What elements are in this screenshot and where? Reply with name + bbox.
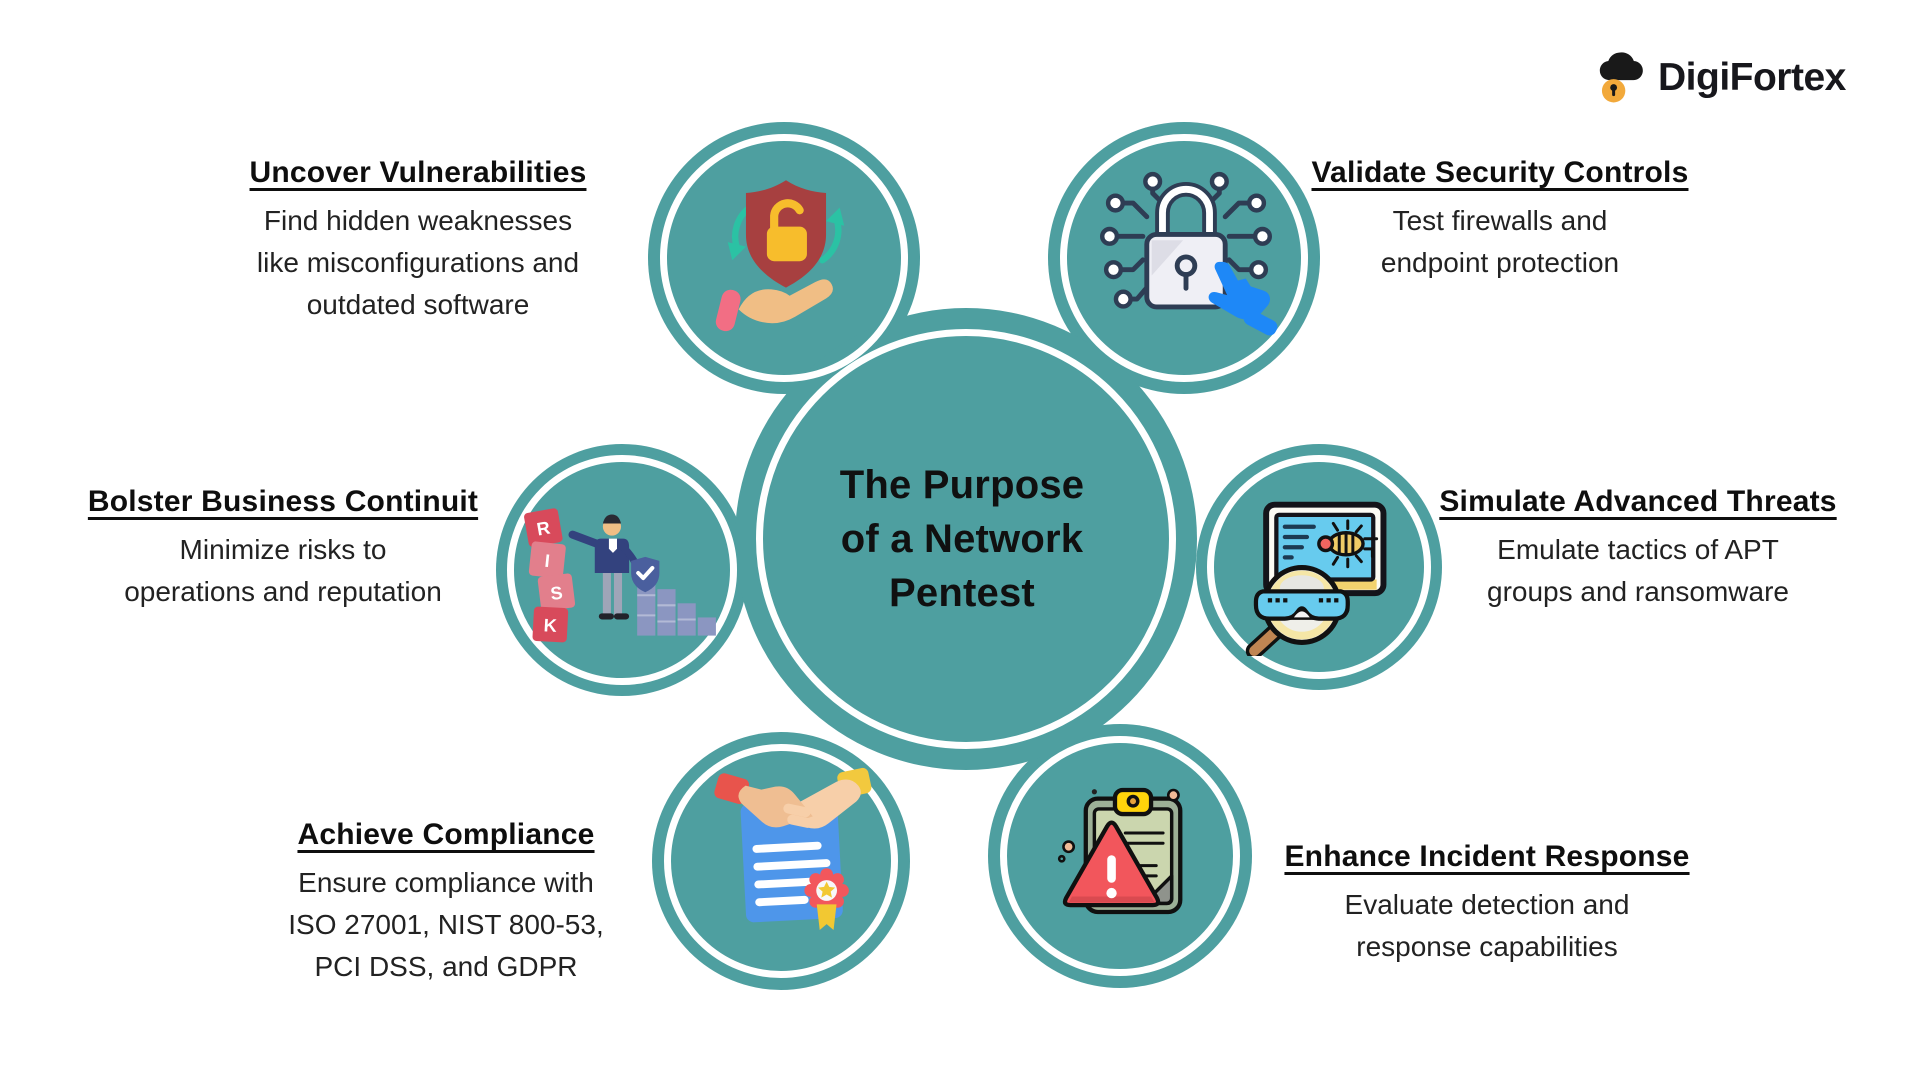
circuit-padlock-click-icon bbox=[1088, 156, 1284, 352]
node-title: Achieve Compliance bbox=[297, 818, 595, 851]
shield-lock-hand-icon bbox=[695, 162, 877, 344]
brand-name: DigiFortex bbox=[1658, 56, 1846, 99]
node-description: Ensure compliance with ISO 27001, NIST 8… bbox=[288, 867, 604, 982]
node-block-uncover-vulnerabilities: Uncover Vulnerabilities Find hidden weak… bbox=[198, 156, 638, 326]
node-block-simulate-advanced-threats: Simulate Advanced Threats Emulate tactic… bbox=[1418, 485, 1858, 613]
node-title: Uncover Vulnerabilities bbox=[249, 156, 587, 189]
svg-text:R: R bbox=[535, 518, 551, 540]
node-block-validate-security-controls: Validate Security Controls Test firewall… bbox=[1280, 156, 1720, 284]
svg-text:K: K bbox=[543, 615, 557, 636]
node-block-bolster-business-continuity: Bolster Business Continuit Minimize risk… bbox=[53, 485, 513, 613]
handshake-certificate-icon bbox=[700, 756, 888, 934]
bug-monitor-magnifier-icon bbox=[1237, 486, 1399, 656]
node-description: Find hidden weaknesses like misconfigura… bbox=[256, 205, 580, 320]
node-title: Bolster Business Continuit bbox=[87, 485, 479, 518]
svg-text:I: I bbox=[544, 551, 551, 571]
node-description: Test firewalls and endpoint protection bbox=[1380, 205, 1620, 278]
cloud-lock-icon bbox=[1599, 52, 1643, 103]
node-block-achieve-compliance: Achieve Compliance Ensure compliance wit… bbox=[246, 818, 646, 988]
brand-logo: DigiFortex bbox=[1588, 44, 1846, 112]
svg-text:S: S bbox=[549, 583, 563, 604]
node-block-enhance-incident-response: Enhance Incident Response Evaluate detec… bbox=[1267, 840, 1707, 968]
risk-blocks-man-icon: R I S K bbox=[512, 496, 724, 648]
node-title: Simulate Advanced Threats bbox=[1439, 485, 1837, 518]
node-description: Emulate tactics of APT groups and ransom… bbox=[1487, 534, 1789, 607]
warning-clipboard-icon bbox=[1038, 778, 1204, 924]
node-description: Evaluate detection and response capabili… bbox=[1344, 889, 1630, 962]
page-title: The Purpose of a Network Pentest bbox=[839, 463, 1085, 615]
node-description: Minimize risks to operations and reputat… bbox=[124, 534, 442, 607]
node-title: Enhance Incident Response bbox=[1284, 840, 1690, 873]
center-circle bbox=[735, 308, 1197, 770]
node-title: Validate Security Controls bbox=[1311, 156, 1689, 189]
